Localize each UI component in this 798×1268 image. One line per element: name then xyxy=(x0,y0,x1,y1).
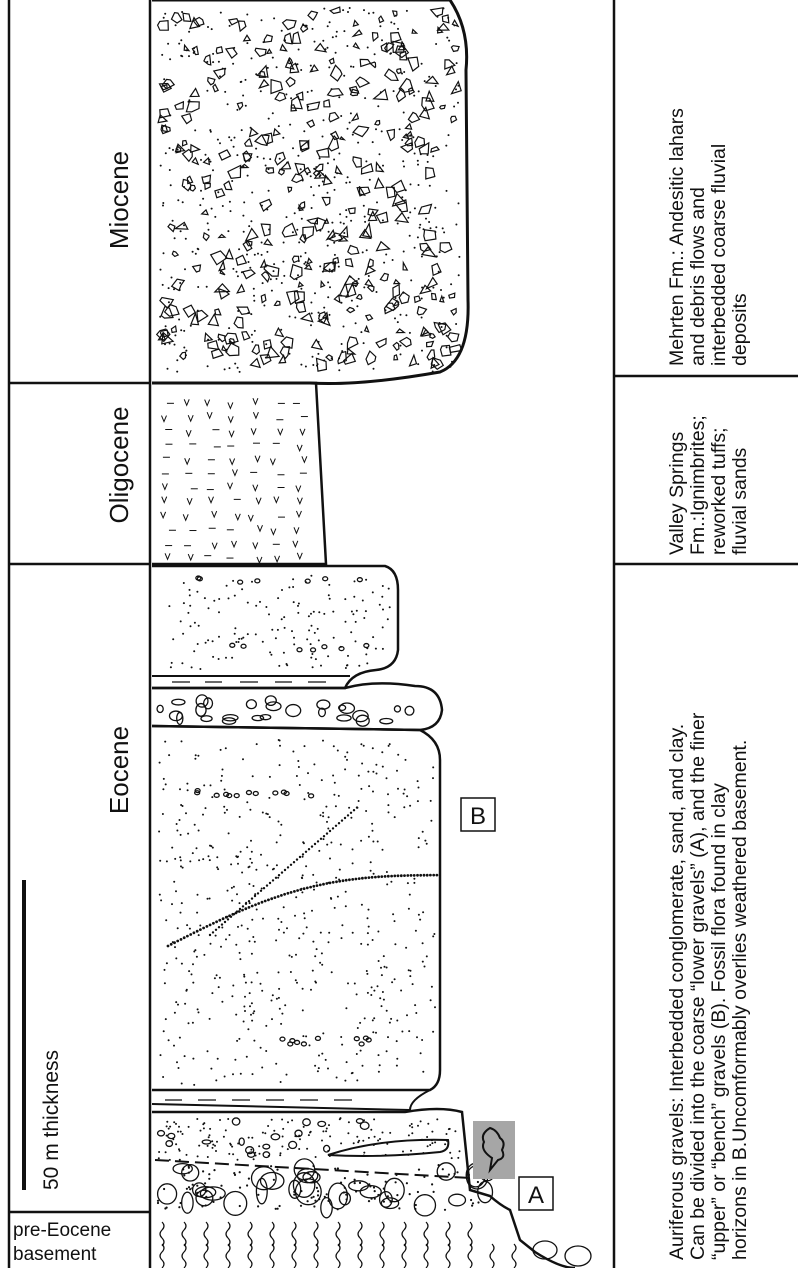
desc-eocene-line-2: Can be divided into the coarse “lower gr… xyxy=(687,712,709,1260)
unit-eocene-b-sand xyxy=(152,726,440,1090)
epoch-label-oligocene: Oligocene xyxy=(104,406,134,523)
lahar-fill-miocene xyxy=(157,7,462,373)
label-b: B xyxy=(470,803,486,830)
epoch-label-miocene: Miocene xyxy=(104,151,134,249)
gravel-lens-upper xyxy=(152,683,442,730)
weathered-basement-pattern xyxy=(160,1222,516,1268)
desc-eocene-line-1: Auriferous gravels: Interbedded conglome… xyxy=(666,724,688,1260)
desc-oligocene-line-3: reworked tuffs; xyxy=(708,427,730,555)
tuff-fill-oligocene xyxy=(161,398,308,563)
sand-lens xyxy=(328,1140,448,1156)
label-box-b: B xyxy=(461,798,495,831)
unit-miocene xyxy=(152,0,468,384)
desc-oligocene-line-4: fluvial sands xyxy=(729,447,751,555)
desc-miocene-line-2: and debris flows and xyxy=(687,187,709,366)
basement-label-line-1: pre-Eocene xyxy=(13,1220,111,1241)
description-eocene: Auriferous gravels: Interbedded conglome… xyxy=(666,712,751,1260)
sediment-fill-eocene xyxy=(157,575,591,1266)
desc-oligocene-line-2: Fm.:Ignimbrites; xyxy=(687,415,709,555)
description-miocene: Mehrten Fm.: Andesitic lahars and debris… xyxy=(666,108,751,366)
desc-oligocene-line-1: Valley Springs xyxy=(666,432,688,555)
desc-eocene-line-3: “upper” or “bench” gravels (B). Fossil f… xyxy=(708,783,730,1260)
epoch-label-eocene: Eocene xyxy=(104,726,134,814)
desc-miocene-line-4: deposits xyxy=(729,293,751,366)
desc-eocene-line-4: horizons in B.Uncomformably overlies wea… xyxy=(729,740,751,1260)
description-oligocene: Valley Springs Fm.:Ignimbrites; reworked… xyxy=(666,415,751,555)
desc-miocene-line-1: Mehrten Fm.: Andesitic lahars xyxy=(666,108,688,366)
basement-label-line-2: basement xyxy=(13,1244,97,1265)
scale-bar: 50 m thickness xyxy=(24,880,63,1190)
label-box-a: A xyxy=(519,1177,553,1210)
scale-bar-label: 50 m thickness xyxy=(40,1050,63,1190)
fossil-flora-marker xyxy=(473,1121,515,1179)
unit-eocene-upper-sand xyxy=(152,566,398,688)
clay-band-lower xyxy=(152,1090,430,1112)
label-a: A xyxy=(528,1182,544,1209)
desc-miocene-line-3: interbedded coarse fluvial xyxy=(708,144,730,366)
